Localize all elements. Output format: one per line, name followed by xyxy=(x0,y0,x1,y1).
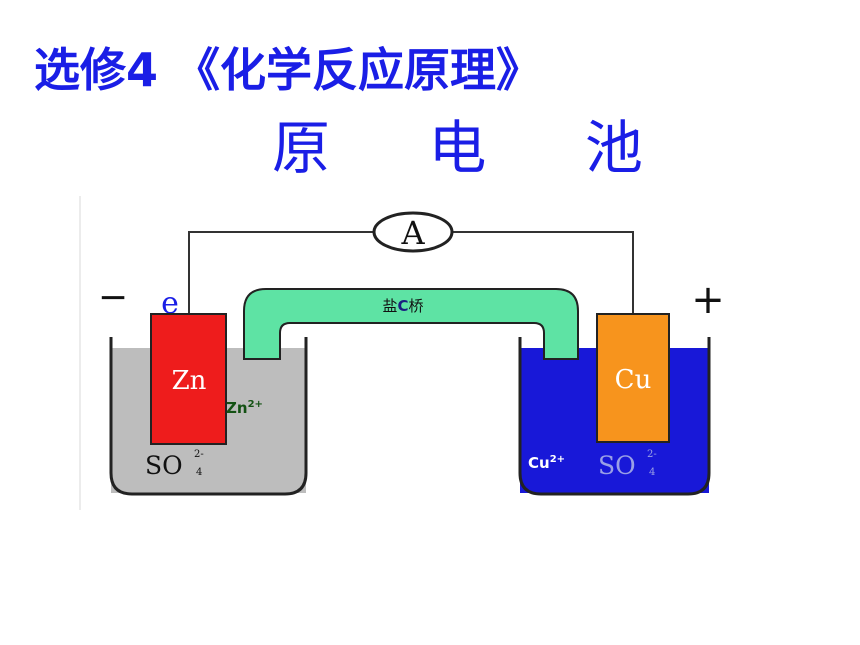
zinc-ion-charge: 2+ xyxy=(248,399,263,410)
page-title: 选修4 《化学反应原理》 xyxy=(34,43,543,97)
zinc-electrode-label: Zn xyxy=(172,366,207,396)
zinc-electrode xyxy=(150,313,227,445)
copper-electrode-label: Cu xyxy=(615,365,652,395)
right-beaker xyxy=(518,337,711,496)
left-sulfate-subscript: 4 xyxy=(196,467,202,478)
salt-bridge-label-mid: C xyxy=(397,297,408,315)
ammeter xyxy=(372,211,454,253)
copper-ion-charge: 2+ xyxy=(550,454,565,465)
salt-bridge-label: 盐C桥 xyxy=(382,297,423,315)
external-wire xyxy=(188,231,374,314)
salt-bridge xyxy=(243,288,579,360)
ammeter-label: A xyxy=(400,214,425,252)
right-sulfate-charge: 2- xyxy=(647,449,657,460)
right-sulfate-label: SO xyxy=(598,451,636,480)
zinc-ion-label: Zn2+ xyxy=(226,399,263,417)
negative-sign: − xyxy=(98,277,128,318)
left-beaker xyxy=(109,337,308,496)
positive-sign: + xyxy=(691,277,725,323)
right-sulfate-subscript: 4 xyxy=(649,467,655,478)
copper-electrode xyxy=(596,313,670,443)
external-wire-right xyxy=(452,231,634,314)
left-sulfate-label: SO xyxy=(145,451,183,480)
electron-label: e xyxy=(161,286,179,321)
left-sulfate-charge: 2- xyxy=(194,449,204,460)
copper-ion-label: Cu2+ xyxy=(528,454,565,472)
page-subtitle: 原 电 池 xyxy=(272,114,683,182)
